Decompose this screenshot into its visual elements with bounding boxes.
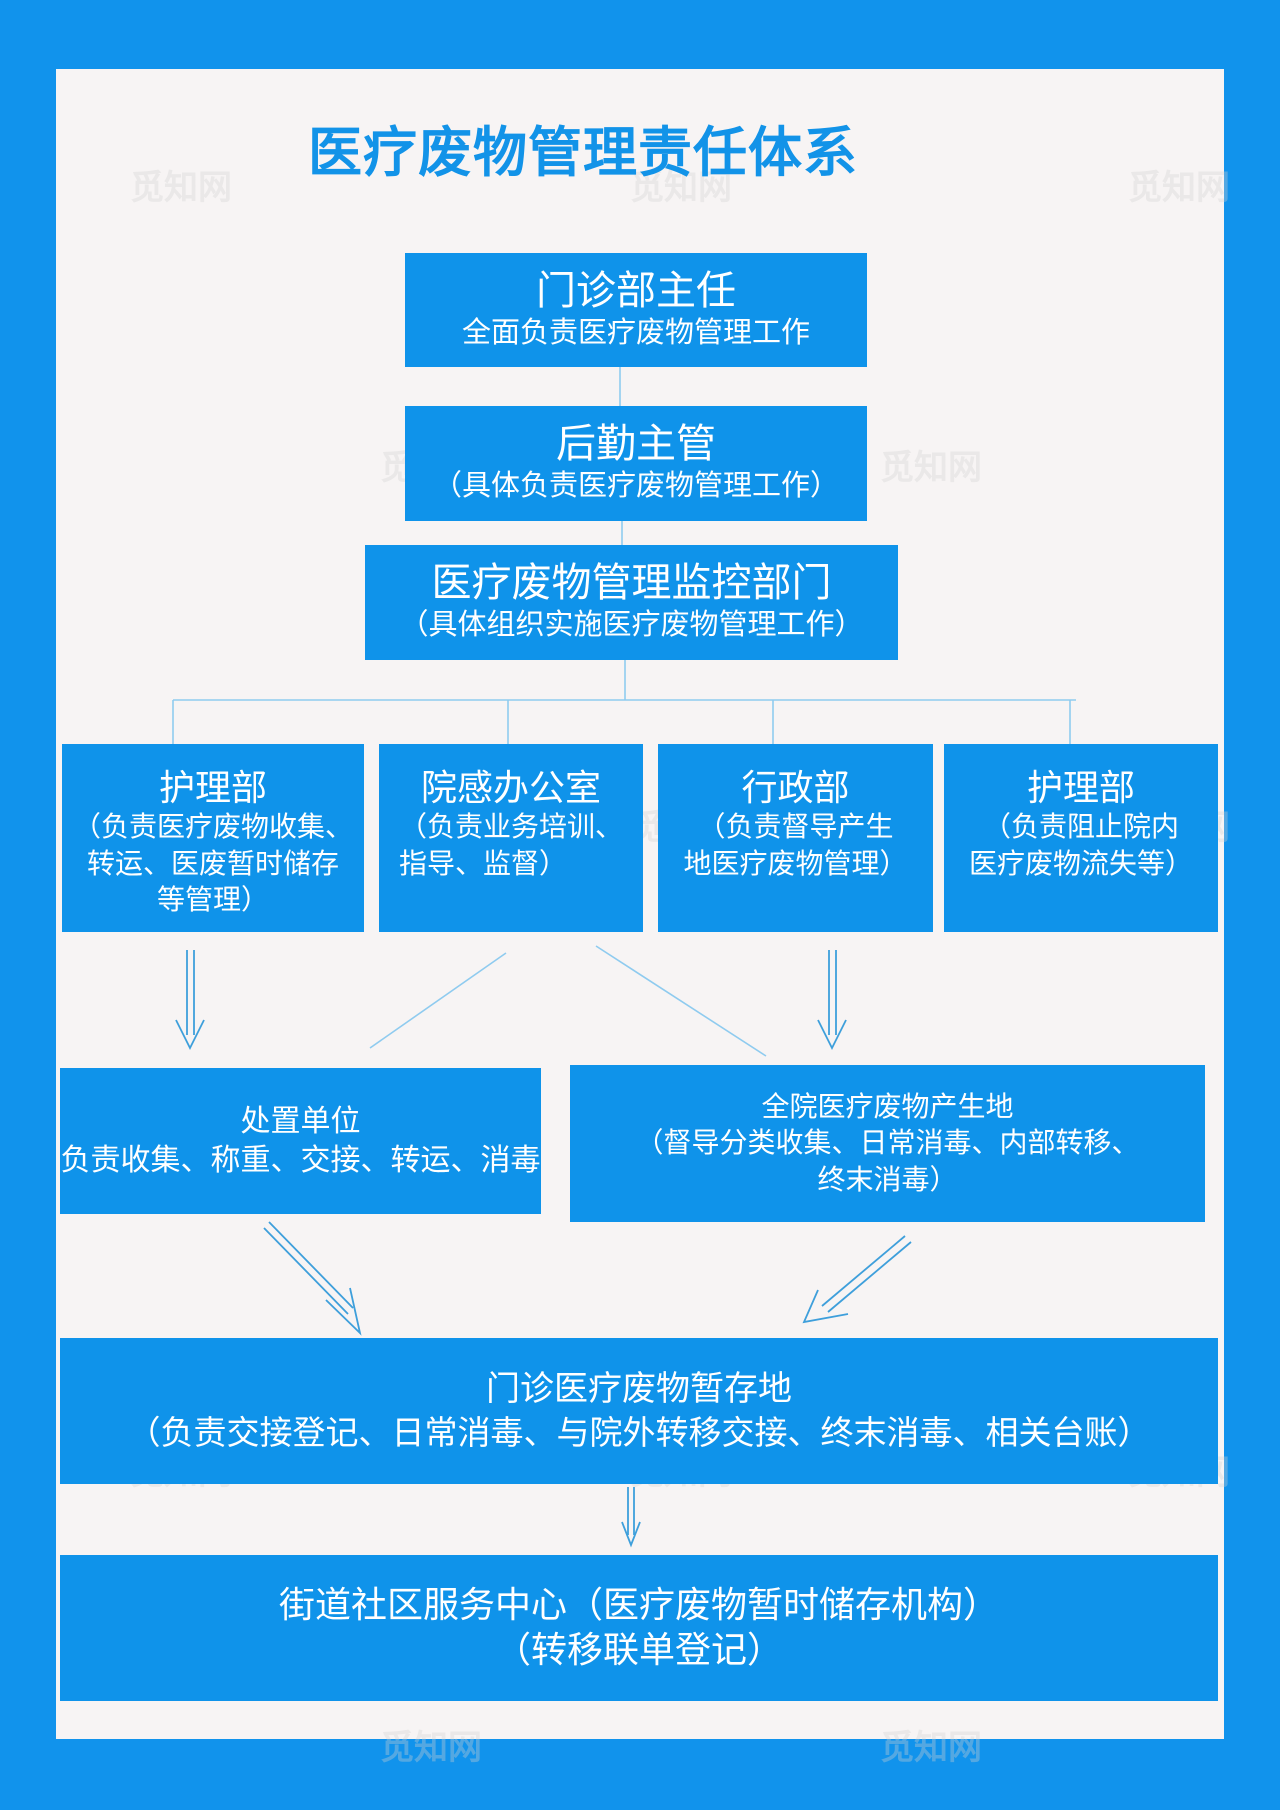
- arrow-admin-source-head: [817, 1019, 847, 1051]
- arrow-source-storage-head: [802, 1289, 849, 1324]
- nursing-department-2-line-2: 医疗废物流失等）: [968, 846, 1193, 880]
- watermark: 觅知网: [880, 1728, 982, 1768]
- watermark: 觅知网: [630, 168, 732, 208]
- arrow-nursing-disposal-head: [175, 1019, 205, 1051]
- nursing-department-1-line-2: 转运、医废暂时储存: [86, 846, 339, 880]
- monitoring-department-title: 医疗废物管理监控部门: [431, 560, 832, 607]
- disposal-unit-title: 处置单位: [240, 1104, 361, 1139]
- waste-generation-sites-line-1: （督导分类收集、日常消毒、内部转移、: [635, 1126, 1140, 1160]
- box-outpatient-director: 门诊部主任 全面负责医疗废物管理工作: [405, 253, 867, 367]
- nursing-department-2-line-1: （负责阻止院内: [982, 810, 1179, 844]
- arrow-disposal-storage-shaft-a: [263, 1227, 349, 1315]
- arrow-storage-community-head: [621, 1521, 641, 1548]
- watermark: 觅知网: [130, 168, 232, 208]
- box-disposal-unit: 处置单位 （负责收集、称重、交接、转运、消毒）: [60, 1068, 541, 1214]
- logistics-supervisor-desc: （具体负责医疗废物管理工作）: [432, 468, 839, 503]
- administration-department-line-2: 地医疗废物管理）: [683, 846, 908, 880]
- nursing-department-1-title: 护理部: [158, 768, 267, 809]
- box-waste-generation-sites: 全院医疗废物产生地 （督导分类收集、日常消毒、内部转移、 终末消毒）: [570, 1065, 1205, 1222]
- infection-control-office-line-1: （负责业务培训、: [398, 810, 623, 844]
- infection-control-office-line-2: 指导、监督）: [399, 846, 568, 880]
- outpatient-temporary-storage-title: 门诊医疗废物暂存地: [486, 1369, 792, 1410]
- outpatient-director-desc: 全面负责医疗废物管理工作: [461, 314, 810, 349]
- street-community-center-desc: （转移联单登记）: [494, 1630, 783, 1671]
- box-infection-control-office: 院感办公室 （负责业务培训、 指导、监督）: [379, 744, 643, 932]
- watermark: 觅知网: [380, 1728, 482, 1768]
- box-outpatient-temporary-storage: 门诊医疗废物暂存地 （负责交接登记、日常消毒、与院外转移交接、终末消毒、相关台账…: [60, 1338, 1218, 1484]
- box-logistics-supervisor: 后勤主管 （具体负责医疗废物管理工作）: [405, 406, 867, 521]
- monitoring-department-desc: （具体组织实施医疗废物管理工作）: [399, 607, 864, 642]
- waste-generation-sites-line-2: 终末消毒）: [817, 1162, 958, 1196]
- nursing-department-1-line-1: （负责医疗废物收集、: [72, 810, 353, 844]
- box-nursing-department-1: 护理部 （负责医疗废物收集、 转运、医废暂时储存 等管理）: [62, 744, 364, 932]
- outpatient-director-title: 门诊部主任: [536, 267, 736, 314]
- box-administration-department: 行政部 （负责督导产生 地医疗废物管理）: [658, 744, 933, 932]
- waste-generation-sites-title: 全院医疗废物产生地: [761, 1089, 1014, 1123]
- logistics-supervisor-title: 后勤主管: [556, 421, 716, 468]
- infection-control-office-title: 院感办公室: [420, 768, 601, 809]
- administration-department-title: 行政部: [741, 768, 850, 809]
- disposal-unit-desc: （负责收集、称重、交接、转运、消毒）: [60, 1143, 541, 1178]
- watermark: 觅知网: [880, 448, 982, 488]
- nursing-department-1-line-3: 等管理）: [156, 883, 269, 917]
- box-monitoring-department: 医疗废物管理监控部门 （具体组织实施医疗废物管理工作）: [365, 545, 898, 660]
- outpatient-temporary-storage-desc: （负责交接登记、日常消毒、与院外转移交接、终末消毒、相关台账）: [127, 1412, 1151, 1452]
- arrow-disposal-storage-head: [325, 1287, 362, 1336]
- arrow-source-storage-shaft-b: [827, 1241, 912, 1313]
- box-street-community-center: 街道社区服务中心（医疗废物暂时储存机构） （转移联单登记）: [60, 1555, 1218, 1701]
- watermark: 觅知网: [1128, 168, 1230, 208]
- nursing-department-2-title: 护理部: [1026, 768, 1135, 809]
- box-nursing-department-2: 护理部 （负责阻止院内 医疗废物流失等）: [944, 744, 1218, 932]
- administration-department-line-1: （负责督导产生: [697, 810, 894, 844]
- connector-infection-source: [595, 945, 767, 1057]
- connector-infection-disposal: [369, 952, 507, 1049]
- street-community-center-title: 街道社区服务中心（医疗废物暂时储存机构）: [278, 1585, 999, 1626]
- page-title: 医疗废物管理责任体系: [308, 121, 858, 184]
- arrow-disposal-storage-shaft-b: [268, 1221, 354, 1309]
- arrow-source-storage-shaft-a: [821, 1235, 906, 1307]
